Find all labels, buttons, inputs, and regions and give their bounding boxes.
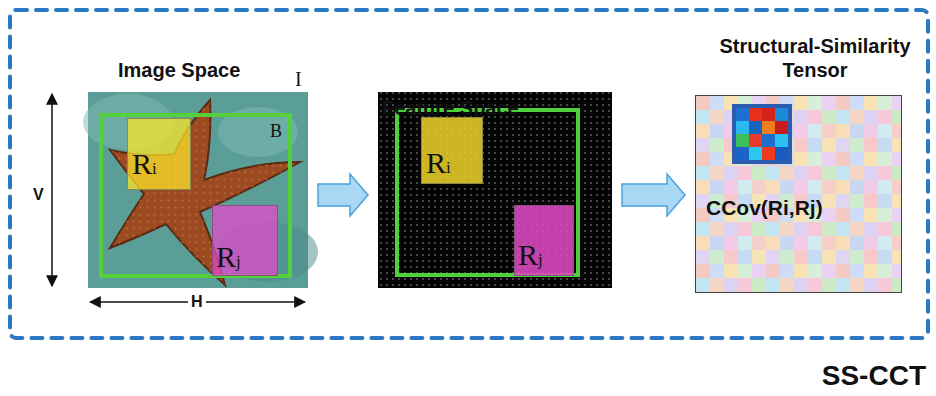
input-image: Image SpaceIBRiRj [88,92,308,288]
feature-map: Feature SpaceRiRj [378,92,612,288]
region-box: Ri [127,118,191,190]
region-label: Ri [426,148,451,178]
panel-heading: Image Space [118,58,240,82]
block-arrow [622,174,685,216]
dimension-label: H [188,293,206,311]
module-name: SS-CCT [822,360,926,392]
image-label: I [295,68,302,90]
region-label: Ri [132,149,157,179]
similarity-tensor: Structural-Similarity TensorCCov(Ri,Rj) [695,95,902,293]
bounding-box: B RiRj [99,113,292,278]
region-label: Rj [216,242,241,272]
region-box: Ri [421,117,483,184]
covariance-label: CCov(Ri,Rj) [706,196,823,220]
region-label: Rj [518,240,543,270]
module-frame: SS-CCTImage SpaceIBRiRjFeature SpaceRiRj… [8,8,930,340]
dimension-label: V [30,186,47,204]
box-label: B [270,121,282,141]
panel-heading: Structural-Similarity Tensor [695,34,935,82]
region-box: Rj [514,205,574,276]
region-box: Rj [212,205,278,276]
block-arrow [318,174,368,216]
